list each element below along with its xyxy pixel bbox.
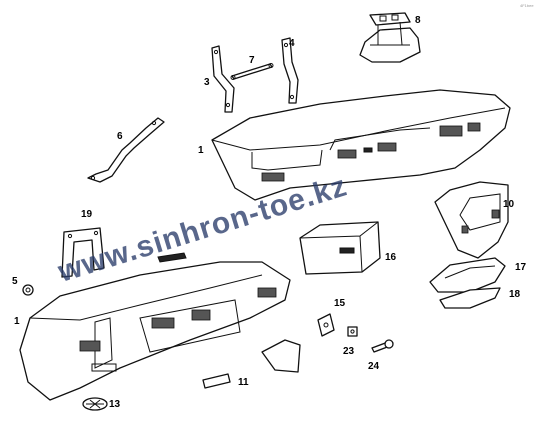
callout-5: 5 <box>12 276 18 287</box>
callout-3: 3 <box>204 77 210 88</box>
part-5-clip <box>22 284 34 296</box>
callout-11: 11 <box>238 377 249 388</box>
callout-18: 18 <box>509 289 521 300</box>
part-13-grille <box>82 397 108 411</box>
part-23-nut <box>347 326 358 337</box>
callout-16: 16 <box>385 252 397 263</box>
part-18-cover-plate <box>439 287 501 309</box>
callout-6: 6 <box>117 131 123 142</box>
part-3-left-bracket <box>211 45 235 113</box>
part-4-right-bracket <box>281 37 299 104</box>
part-1-upper-dashboard <box>211 89 511 201</box>
part-15-clip <box>317 313 335 337</box>
part-11-trim-strip <box>202 373 231 389</box>
callout-1-lower: 1 <box>14 316 20 327</box>
callout-23: 23 <box>343 346 355 357</box>
callout-8: 8 <box>415 15 421 26</box>
callout-19: 19 <box>81 209 93 220</box>
corner-code: 4F1bee <box>520 3 534 8</box>
callout-labels: 1 1 3 4 5 6 7 8 10 11 13 15 16 17 18 19 … <box>12 15 527 410</box>
part-19-center-bracket <box>61 227 105 278</box>
part-16-storage-box <box>299 221 381 275</box>
part-1-lower-dashboard <box>19 252 291 401</box>
callout-24: 24 <box>368 361 380 372</box>
callout-10: 10 <box>503 199 515 210</box>
part-24-screw <box>371 339 394 353</box>
part-10-cluster-hood <box>434 181 509 259</box>
part-17-lower-trim <box>429 257 506 293</box>
callout-4: 4 <box>289 38 295 49</box>
part-6-support-bar <box>87 117 165 183</box>
callout-7: 7 <box>249 55 255 66</box>
callout-1-upper: 1 <box>198 145 204 156</box>
part-7-rod <box>230 63 274 80</box>
callout-13: 13 <box>109 399 121 410</box>
part-bracket-lower-center <box>261 339 301 373</box>
callout-17: 17 <box>515 262 527 273</box>
part-8-top-bracket <box>359 12 421 63</box>
callout-15: 15 <box>334 298 346 309</box>
